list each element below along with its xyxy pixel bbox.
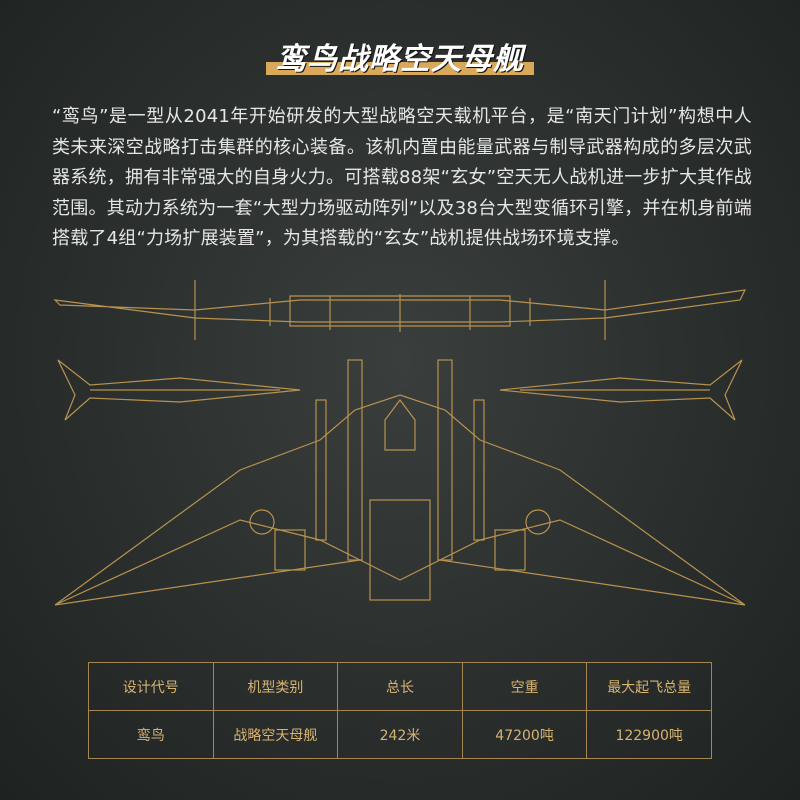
page-title: 鸾鸟战略空天母舰 — [276, 42, 524, 77]
value-cell: 战略空天母舰 — [212, 710, 339, 759]
value-cell: 122900吨 — [586, 710, 712, 759]
header-cell: 机型类别 — [212, 662, 339, 711]
value-cell: 242米 — [337, 710, 463, 759]
side-view-right-drawing — [499, 359, 743, 421]
title-underline — [266, 62, 534, 75]
title-block: 鸾鸟战略空天母舰 — [0, 34, 800, 78]
header-cell: 总长 — [337, 662, 463, 711]
table-row: 鸾鸟 战略空天母舰 242米 47200吨 122900吨 — [88, 710, 712, 759]
header-cell: 设计代号 — [88, 662, 214, 711]
header-cell: 最大起飞总量 — [586, 662, 712, 711]
specs-table: 设计代号 机型类别 总长 空重 最大起飞总量 鸾鸟 战略空天母舰 242米 47… — [88, 662, 712, 759]
value-cell: 鸾鸟 — [88, 710, 214, 759]
side-view-left-drawing — [57, 359, 301, 421]
intro-paragraph: “鸾鸟”是一型从2041年开始研发的大型战略空天载机平台，是“南天门计划”构想中… — [52, 106, 752, 249]
value-cell: 47200吨 — [461, 710, 588, 759]
top-view-drawing — [53, 280, 747, 340]
header-cell: 空重 — [461, 662, 588, 711]
table-header-row: 设计代号 机型类别 总长 空重 最大起飞总量 — [88, 662, 712, 711]
front-view-drawing — [54, 359, 746, 606]
